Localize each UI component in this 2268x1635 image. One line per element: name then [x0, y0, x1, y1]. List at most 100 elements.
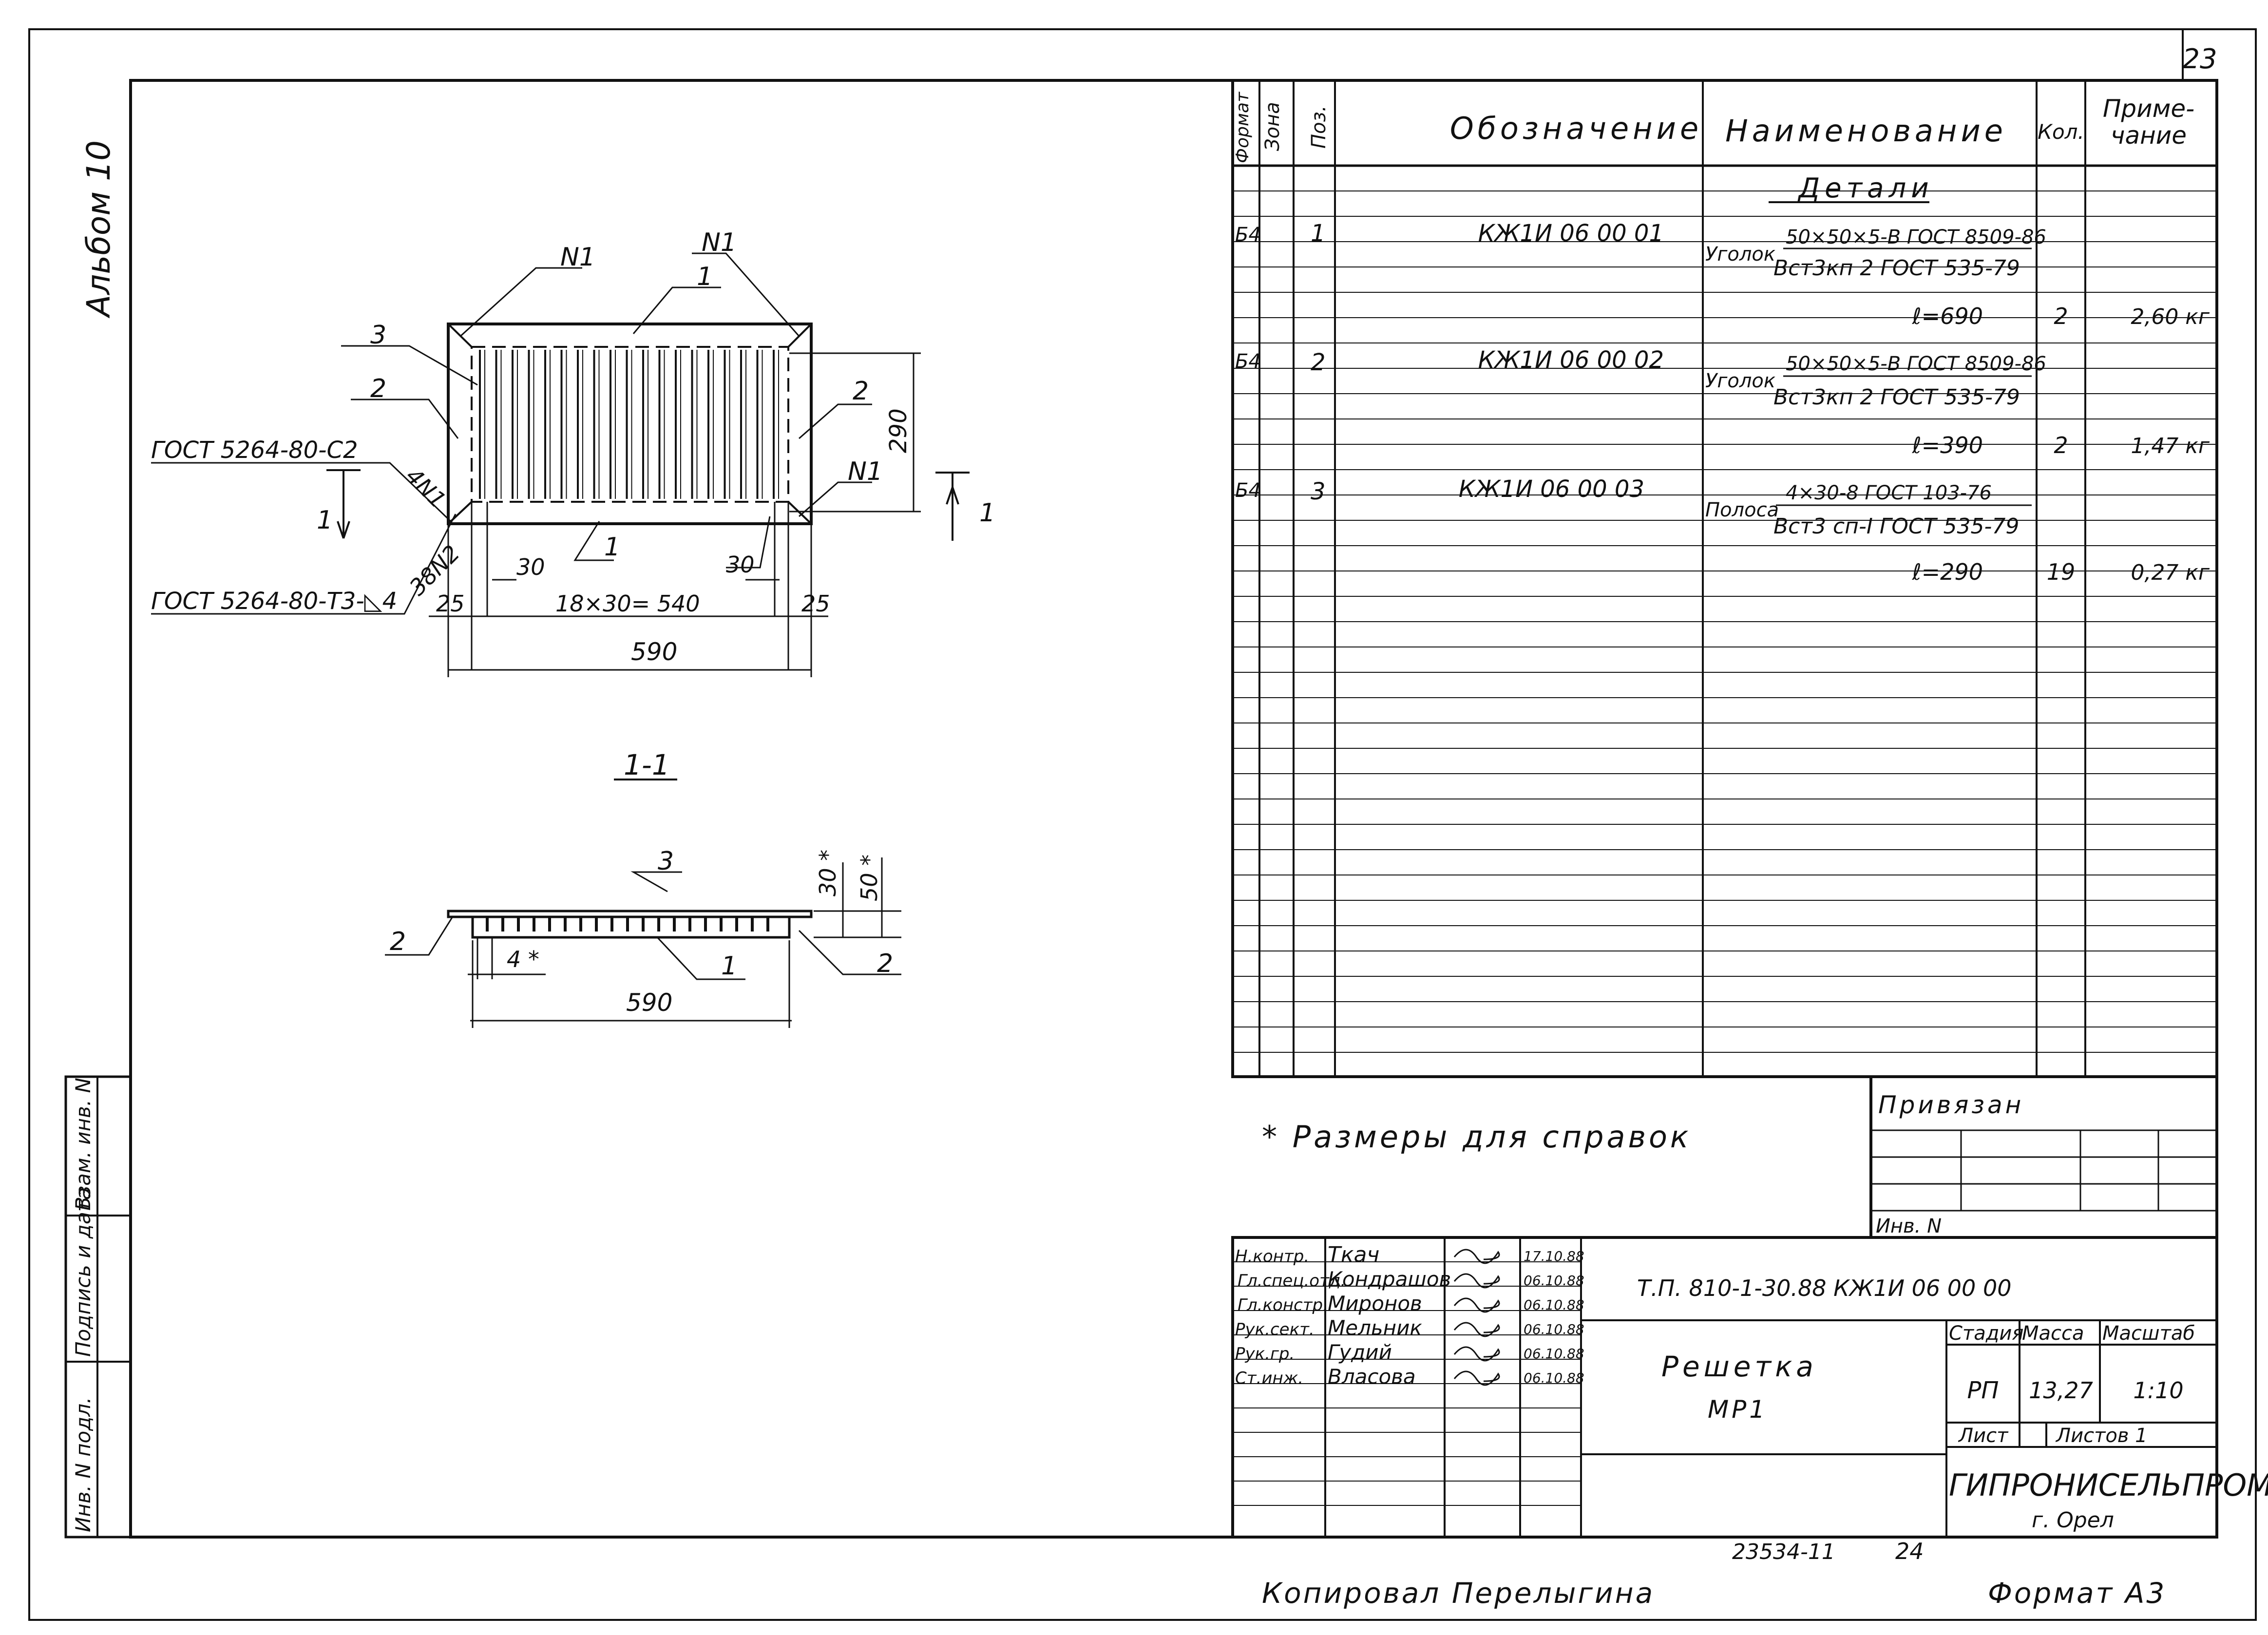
section-dim-590: 590	[626, 989, 672, 1017]
spec-item-1-prefix: Уголок	[1705, 243, 1775, 266]
plan-label-3: 3	[370, 321, 386, 350]
spec-header-format: Формат	[1233, 92, 1253, 163]
plan-view: N1 N1 1 3 2 2 N1 4N1 38N2 1 30 30 ГОСТ 5…	[151, 228, 995, 677]
spec-item-3-length: ℓ=290	[1912, 559, 1983, 585]
spec-item-1-format: Б4	[1235, 224, 1261, 246]
spec-table: Формат Зона Поз. Обозначение Наименовани…	[1231, 79, 2218, 1078]
tb-date-1: 17.10.88	[1524, 1248, 1584, 1264]
spec-item-3-designation: КЖ1И 06 00 03	[1459, 475, 1644, 503]
spec-item-1-top: 50×50×5-В ГОСТ 8509-86	[1786, 226, 2046, 248]
title-org: ГИПРОНИСЕЛЬПРОМ	[1949, 1467, 2268, 1503]
title-stage-label: Стадия	[1949, 1322, 2023, 1345]
album-label: Альбом 10	[80, 140, 117, 319]
spec-header-name: Наименование	[1725, 113, 2007, 149]
spec-section-title: Детали	[1797, 172, 1933, 204]
tb-role-4: Рук.сект.	[1235, 1320, 1315, 1339]
spec-item-1-qty: 2	[2054, 303, 2068, 329]
spec-header-note-2: чание	[2111, 121, 2187, 150]
tb-role-3: Гл.констр.	[1238, 1295, 1328, 1315]
plan-label-1-bottom: 1	[604, 532, 620, 562]
inner-frame	[129, 79, 2218, 1539]
title-mass-label: Масса	[2022, 1322, 2084, 1345]
plan-dim-30-left: 30	[516, 554, 545, 580]
section-dim-4: 4 *	[507, 946, 539, 972]
spec-item-3-top: 4×30-8 ГОСТ 103-76	[1786, 482, 1992, 504]
title-name-1: Решетка	[1661, 1350, 1817, 1383]
title-sheets-label: Листов 1	[2055, 1425, 2148, 1447]
tb-role-2: Гл.спец.отд.	[1238, 1271, 1346, 1291]
spec-item-1-note: 2,60 кг	[2131, 304, 2210, 329]
side-stamp-sign: Подпись и дата	[71, 1187, 95, 1357]
spec-item-2-format: Б4	[1235, 350, 1261, 373]
spec-item-3-bottom: Вст3 сп-I ГОСТ 535-79	[1773, 514, 2019, 539]
section-label-2-right: 2	[877, 949, 893, 978]
spec-item-2-top: 50×50×5-В ГОСТ 8509-86	[1786, 353, 2046, 375]
section-label-3: 3	[658, 847, 674, 876]
sheet-number: 23	[2182, 43, 2217, 75]
section-dim-30: 30 *	[815, 850, 841, 896]
plan-label-n1-right: N1	[702, 228, 737, 257]
plan-label-n1-bottom: N1	[848, 457, 883, 486]
tb-role-5: Рук.гр.	[1235, 1344, 1295, 1364]
plan-dim-540: 18×30= 540	[555, 590, 700, 617]
spec-item-1-length: ℓ=690	[1912, 303, 1983, 329]
plan-label-n1-left: N1	[560, 243, 595, 272]
spec-item-3-pos: 3	[1311, 478, 1326, 505]
spec-item-1-bottom: Вст3кп 2 ГОСТ 535-79	[1773, 256, 2020, 281]
tb-name-6: Власова	[1328, 1365, 1416, 1388]
tb-name-3: Миронов	[1328, 1292, 1422, 1315]
plan-gost-t3: ГОСТ 5264-80-Т3-◺4	[151, 588, 397, 615]
side-stamp: Инв. N подл. Подпись и дата Взам. инв. N	[64, 1075, 132, 1539]
tb-date-5: 06.10.88	[1524, 1346, 1584, 1362]
tb-date-2: 06.10.88	[1524, 1273, 1584, 1289]
tb-date-4: 06.10.88	[1524, 1321, 1584, 1337]
plan-dim-290: 290	[885, 408, 912, 453]
tb-name-4: Мельник	[1328, 1316, 1422, 1340]
tb-name-2: Кондрашов	[1328, 1267, 1451, 1291]
side-stamp-inv: Инв. N подл.	[71, 1397, 95, 1533]
signature-scribble	[1453, 1273, 1500, 1289]
spec-item-1-pos: 1	[1311, 220, 1326, 247]
plan-dim-30-right: 30	[726, 551, 755, 578]
spec-item-3-qty: 19	[2047, 559, 2076, 585]
spec-item-2-pos: 2	[1311, 349, 1326, 376]
spec-header-note-1: Приме-	[2103, 95, 2194, 123]
plan-section-mark-left: 1	[317, 506, 333, 535]
page-number: 24	[1895, 1538, 1924, 1564]
plan-dim-25-right: 25	[801, 590, 830, 617]
plan-section-mark-right: 1	[979, 498, 995, 528]
spec-header-zone: Зона	[1261, 102, 1284, 151]
tb-role-1: Н.контр.	[1235, 1247, 1309, 1266]
plan-label-1-top: 1	[697, 262, 713, 291]
binding-title: Привязан	[1878, 1091, 2024, 1119]
title-block: Т.П. 810-1-30.88 КЖ1И 06 00 00 Решетка М…	[1231, 1236, 2268, 1539]
binding-inv: Инв. N	[1876, 1215, 1942, 1237]
copied-by: Копировал Перелыгина	[1262, 1577, 1655, 1610]
tb-role-6: Ст.инж.	[1235, 1369, 1303, 1388]
tb-name-1: Ткач	[1328, 1242, 1379, 1267]
section-dim-50: 50 *	[856, 855, 882, 901]
section-view: 1-1 3 2 1 2 30 * 50 * 4 * 590	[385, 748, 901, 1028]
title-stage: РП	[1967, 1377, 1999, 1404]
title-sheet-label: Лист	[1958, 1425, 2009, 1447]
order-number: 23534-11	[1732, 1540, 1835, 1564]
signature-scribble	[1453, 1322, 1500, 1337]
title-city: г. Орел	[2032, 1508, 2114, 1533]
spec-item-2-note: 1,47 кг	[2131, 434, 2210, 458]
plan-dim-590: 590	[631, 638, 677, 666]
title-scale-label: Масштаб	[2102, 1322, 2195, 1345]
spec-header-pos: Поз.	[1308, 105, 1330, 149]
plan-label-2-left: 2	[370, 374, 386, 403]
plan-gost-c2: ГОСТ 5264-80-С2	[151, 437, 358, 464]
spec-item-2-bottom: Вст3кп 2 ГОСТ 535-79	[1773, 385, 2020, 410]
spec-item-2-qty: 2	[2054, 432, 2068, 458]
title-code: Т.П. 810-1-30.88 КЖ1И 06 00 00	[1637, 1275, 2011, 1301]
plan-label-2-right: 2	[853, 377, 869, 406]
signature-scribble	[1453, 1297, 1500, 1313]
footnote: * Размеры для справок	[1262, 1119, 1691, 1155]
spec-item-2-prefix: Уголок	[1705, 370, 1775, 392]
spec-header-qty: Кол.	[2038, 120, 2084, 144]
plan-dim-25-left: 25	[436, 590, 465, 617]
spec-item-2-length: ℓ=390	[1912, 432, 1983, 458]
